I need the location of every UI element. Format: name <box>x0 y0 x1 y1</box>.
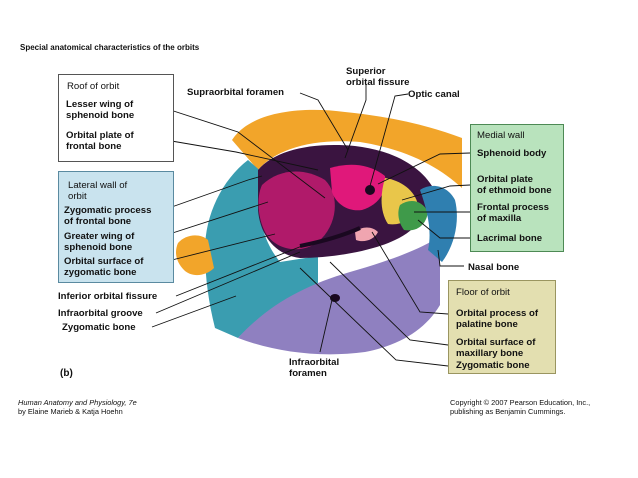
label-optic-canal: Optic canal <box>408 89 460 100</box>
medial-heading: Medial wall <box>477 130 525 141</box>
roof-item-1-line-1: Lesser wing of <box>66 99 134 110</box>
label-inferior-orbital-fissure: Inferior orbital fissure <box>58 291 158 302</box>
footer-copyright: Copyright © 2007 Pearson Education, Inc.… <box>450 398 591 407</box>
label-nasal-bone: Nasal bone <box>468 262 520 273</box>
panel-letter: (b) <box>60 368 73 379</box>
medial-item-2-line-1: Orbital plate <box>477 174 533 185</box>
floor-item-3: Zygomatic bone <box>456 360 530 371</box>
lateral-wall-box <box>58 171 174 283</box>
label-infraorbital-foramen-1: Infraorbital <box>289 357 340 368</box>
lateral-item-2-line-2: sphenoid bone <box>64 242 133 253</box>
medial-item-3-line-2: of maxilla <box>477 213 522 224</box>
inferior-orbital-fissure-line <box>299 226 361 248</box>
roof-item-1-line-2: sphenoid bone <box>66 110 135 121</box>
leader-lines <box>147 85 471 367</box>
floor-heading: Floor of orbit <box>456 287 510 298</box>
medial-item-2-line-2: of ethmoid bone <box>477 185 552 196</box>
nasal-region <box>420 185 457 262</box>
zygomatic-bone-shape <box>205 160 318 338</box>
label-superior-orbital-fissure-2: orbital fissure <box>346 77 410 88</box>
floor-of-orbit-box <box>448 280 556 374</box>
footer-book-title: Human Anatomy and Physiology, 7e <box>18 398 137 407</box>
frontal-bone <box>232 109 462 188</box>
lateral-item-3-line-2: zygomatic bone <box>64 267 137 278</box>
medial-wall-box <box>470 124 564 252</box>
floor-item-2-line-1: Orbital surface of <box>456 337 536 348</box>
zygomatic-arch <box>176 235 214 276</box>
floor-item-1-line-2: palatine bone <box>456 319 518 330</box>
lateral-item-3-line-1: Orbital surface of <box>64 256 144 267</box>
medial-item-1: Sphenoid body <box>477 148 547 159</box>
footer-publisher: publishing as Benjamin Cummings. <box>450 407 566 416</box>
medial-item-3-line-1: Frontal process <box>477 202 549 213</box>
lateral-heading-1: Lateral wall of <box>68 180 128 191</box>
page-title: Special anatomical characteristics of th… <box>20 43 200 52</box>
medial-item-4: Lacrimal bone <box>477 233 543 244</box>
lateral-item-1-line-2: of frontal bone <box>64 216 132 227</box>
lesser-wing-sphenoid <box>330 164 386 211</box>
label-infraorbital-groove: Infraorbital groove <box>58 308 143 319</box>
label-supraorbital-foramen: Supraorbital foramen <box>187 87 285 98</box>
palatine-shape <box>355 227 378 242</box>
maxilla-shape <box>238 236 440 355</box>
floor-item-1-line-1: Orbital process of <box>456 308 539 319</box>
lateral-item-2-line-1: Greater wing of <box>64 231 135 242</box>
floor-item-2-line-2: maxillary bone <box>456 348 524 359</box>
lateral-heading-2: orbit <box>68 191 87 202</box>
footer-authors: by Elaine Marieb & Katja Hoehn <box>18 407 123 416</box>
label-superior-orbital-fissure-1: Superior <box>346 66 386 77</box>
label-zygomatic-bone-left: Zygomatic bone <box>62 322 136 333</box>
roof-item-2-line-2: frontal bone <box>66 141 122 152</box>
optic-canal-hole <box>365 185 375 195</box>
infraorbital-foramen-hole <box>330 294 340 302</box>
roof-of-orbit-box <box>58 74 174 162</box>
lateral-item-1-line-1: Zygomatic process <box>64 205 152 216</box>
roof-heading: Roof of orbit <box>67 81 120 92</box>
roof-item-2-line-1: Orbital plate of <box>66 130 134 141</box>
label-infraorbital-foramen-2: foramen <box>289 368 327 379</box>
lacrimal-bone-shape <box>398 200 428 231</box>
